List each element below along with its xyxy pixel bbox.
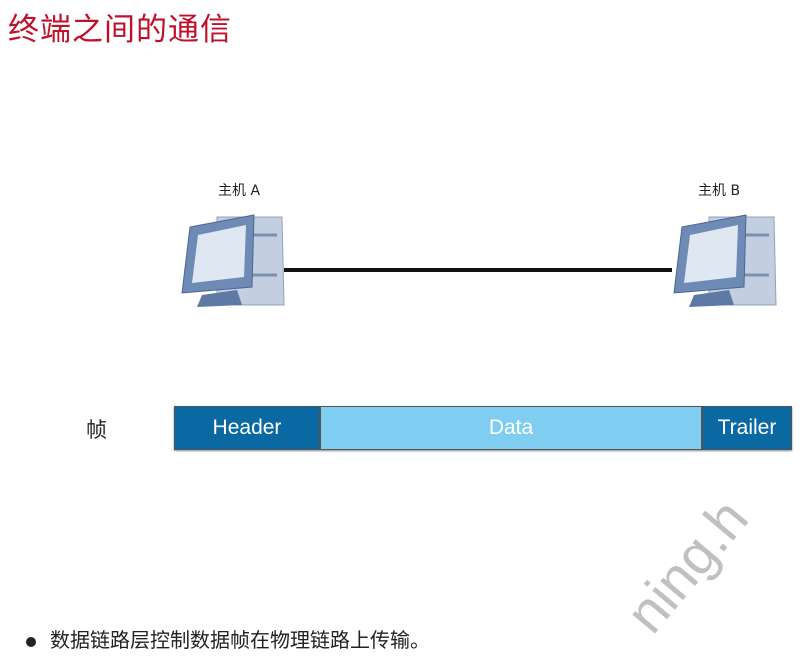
computer-b-icon <box>673 214 777 307</box>
frame-trailer: Trailer <box>703 407 791 449</box>
frame-diagram: Header Data Trailer <box>174 406 792 450</box>
host-a-label: 主机 A <box>218 183 261 199</box>
watermark: ning.h <box>613 486 760 645</box>
frame-data: Data <box>321 407 703 449</box>
host-b-label: 主机 B <box>698 183 741 199</box>
bullet-text: 数据链路层控制数据帧在物理链路上传输。 <box>50 628 430 652</box>
computer-a-icon <box>181 214 285 307</box>
frame-header: Header <box>175 407 321 449</box>
bullet-item: 数据链路层控制数据帧在物理链路上传输。 <box>26 624 430 653</box>
physical-link <box>284 268 672 272</box>
page-title: 终端之间的通信 <box>8 12 232 48</box>
bullet-dot-icon <box>26 636 36 647</box>
frame-label: 帧 <box>86 418 107 442</box>
